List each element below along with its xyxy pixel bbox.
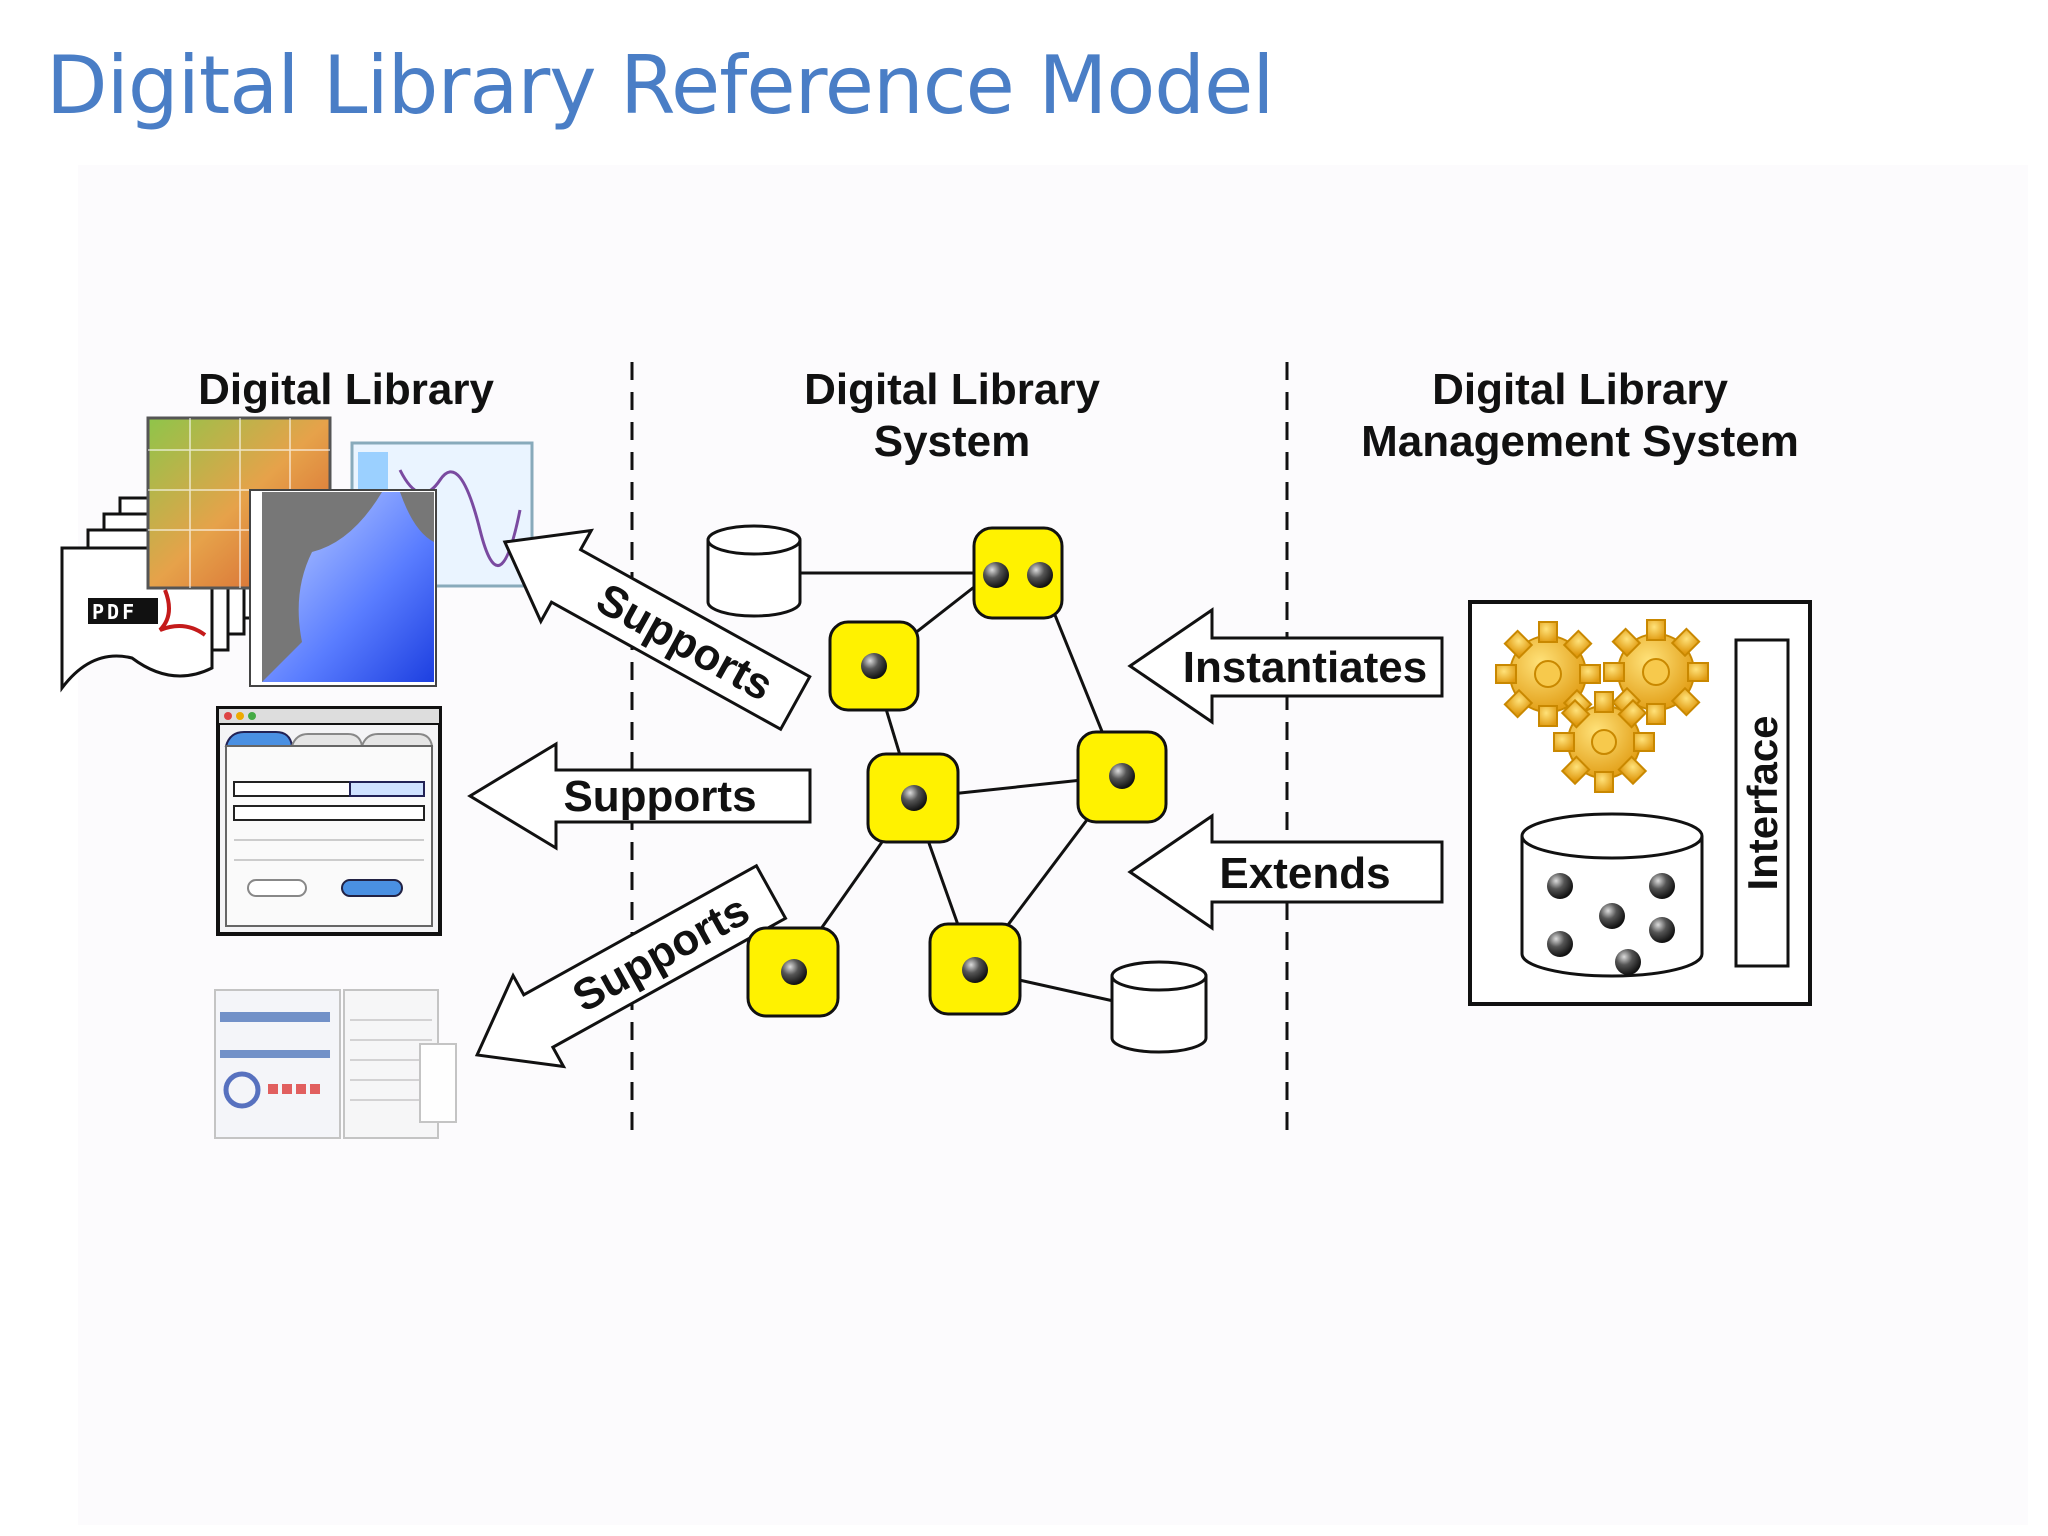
interface-panel: Interface	[1734, 638, 1790, 968]
column-heading-dlms-line2: Management System	[1361, 417, 1799, 466]
instantiates-label: Instantiates	[1183, 643, 1428, 692]
sea-map-image-icon	[249, 489, 437, 687]
network-node-bottom-left	[746, 926, 840, 1018]
pdf-badge: PDF	[92, 600, 137, 624]
supports-label-bottom: Supports	[565, 885, 758, 1021]
network-node-upper-left	[828, 620, 920, 712]
slide-title: Digital Library Reference Model	[46, 39, 1275, 132]
interface-label: Interface	[1739, 715, 1786, 890]
extends-label: Extends	[1219, 849, 1390, 898]
database-cylinder-bottom	[1110, 960, 1208, 1054]
supports-label-middle: Supports	[563, 772, 756, 821]
web-page-screenshot-icon	[214, 989, 457, 1139]
gears-icon	[1495, 619, 1709, 793]
extends-arrow: Extends	[1127, 813, 1444, 931]
network-node-right	[1076, 730, 1168, 824]
dlms-database-cylinder	[1520, 812, 1704, 978]
network-node-bottom-center	[928, 922, 1022, 1016]
instantiates-arrow: Instantiates	[1127, 607, 1444, 725]
network-node-top	[972, 526, 1064, 620]
database-cylinder-top	[706, 524, 802, 618]
form-window-icon	[216, 706, 442, 936]
column-heading-dls-line1: Digital Library	[804, 365, 1100, 414]
chart-image-icon	[350, 441, 534, 588]
column-heading-dlms-line1: Digital Library	[1432, 365, 1728, 414]
supports-arrow-middle: Supports	[467, 741, 812, 851]
network-node-center	[866, 752, 960, 844]
column-heading-dls-line2: System	[874, 417, 1031, 466]
column-heading-digital-library: Digital Library	[198, 365, 494, 414]
supports-arrow-bottom: Supports	[474, 863, 788, 1069]
